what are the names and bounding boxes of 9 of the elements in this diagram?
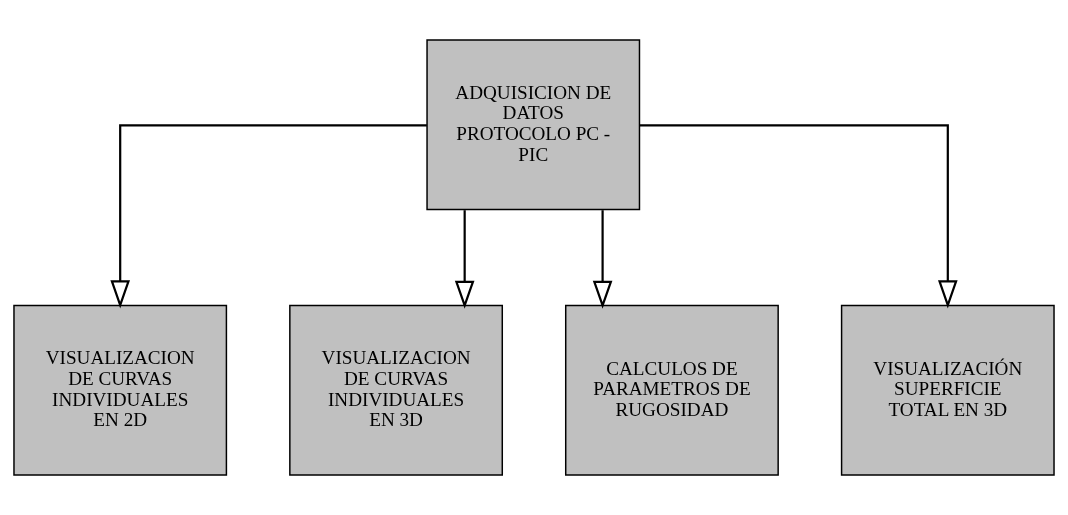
- node-box: VISUALIZACIÓN SUPERFICIE TOTAL EN 3D: [840, 304, 1055, 476]
- node-box: ADQUISICION DE DATOS PROTOCOLO PC - PIC: [426, 39, 641, 211]
- node-box: VISUALIZACION DE CURVAS INDIVIDUALES EN 3D: [289, 304, 503, 476]
- node-box: VISUALIZACION DE CURVAS INDIVIDUALES EN 2D: [13, 304, 228, 476]
- node-box: CALCULOS DE PARAMETROS DE RUGOSIDAD: [565, 304, 779, 476]
- arrow: [454, 210, 475, 309]
- arrow: [640, 124, 958, 309]
- arrow: [110, 124, 427, 309]
- arrow: [592, 210, 613, 309]
